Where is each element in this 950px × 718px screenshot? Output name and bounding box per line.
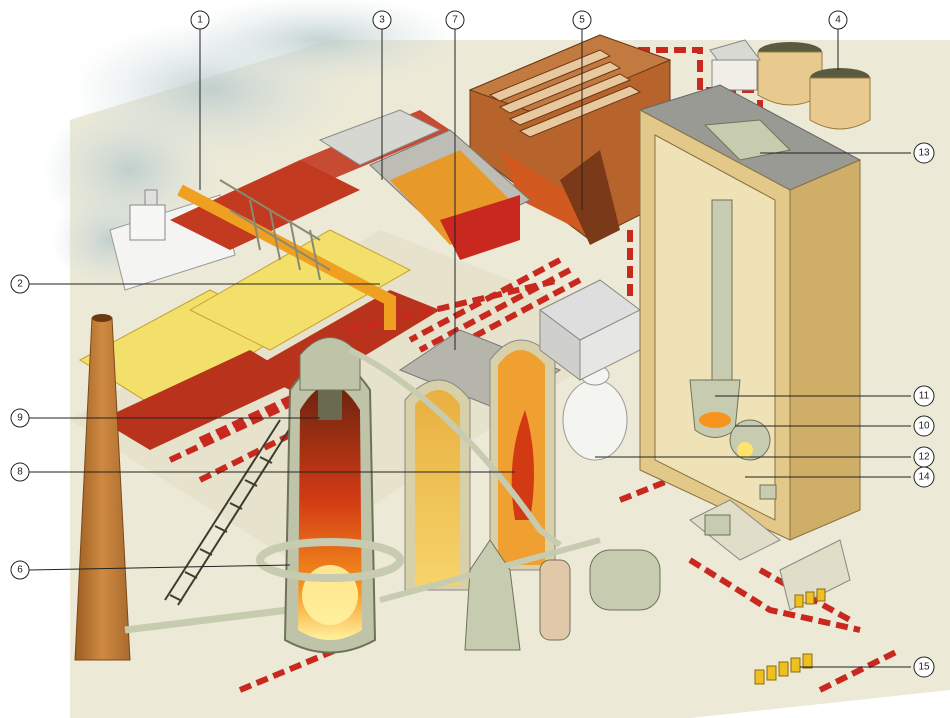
callout-10: 10 — [913, 415, 935, 437]
callout-14: 14 — [913, 466, 935, 488]
steelmaking-shop — [638, 84, 862, 541]
callout-10-label: 10 — [918, 421, 930, 432]
small-building — [709, 39, 761, 91]
callout-9-label: 9 — [17, 413, 23, 424]
callout-14-label: 14 — [918, 472, 930, 483]
callout-4: 4 — [828, 10, 848, 30]
stockyard — [79, 110, 450, 450]
callout-3: 3 — [372, 10, 392, 30]
ore-bridge — [177, 179, 396, 330]
blast-furnace — [256, 337, 404, 654]
leader-lines — [28, 29, 911, 668]
callout-2: 2 — [10, 274, 30, 294]
callout-15-label: 15 — [918, 662, 930, 673]
callout-6: 6 — [10, 560, 30, 580]
callout-5: 5 — [572, 10, 592, 30]
callout-markers: 1 2 3 4 5 6 7 8 9 10 11 12 13 14 15 — [10, 10, 935, 678]
callout-7: 7 — [445, 10, 465, 30]
stepped-building — [539, 279, 641, 381]
callout-2-label: 2 — [17, 279, 23, 290]
callout-5-label: 5 — [579, 15, 585, 26]
callout-12: 12 — [913, 446, 935, 468]
callout-13: 13 — [913, 142, 935, 164]
callout-12-label: 12 — [918, 452, 930, 463]
callout-6-label: 6 — [17, 565, 23, 576]
callout-1-label: 1 — [197, 15, 203, 26]
callout-3-label: 3 — [379, 15, 385, 26]
callout-8: 8 — [10, 462, 30, 482]
hot-blast-stoves — [398, 329, 562, 591]
callout-4-label: 4 — [835, 15, 841, 26]
callout-7-label: 7 — [452, 15, 458, 26]
callout-9: 9 — [10, 408, 30, 428]
callout-8-label: 8 — [17, 467, 23, 478]
coke-ovens — [468, 34, 672, 245]
coke-silos — [757, 42, 871, 130]
callout-13-label: 13 — [918, 148, 930, 159]
skip-hoist — [164, 419, 293, 606]
gas-cleaning — [348, 347, 661, 651]
callout-1: 1 — [190, 10, 210, 30]
callout-11-label: 11 — [919, 391, 930, 402]
casting-area — [689, 499, 851, 685]
callout-15: 15 — [913, 656, 935, 678]
callout-11: 11 — [913, 385, 935, 407]
